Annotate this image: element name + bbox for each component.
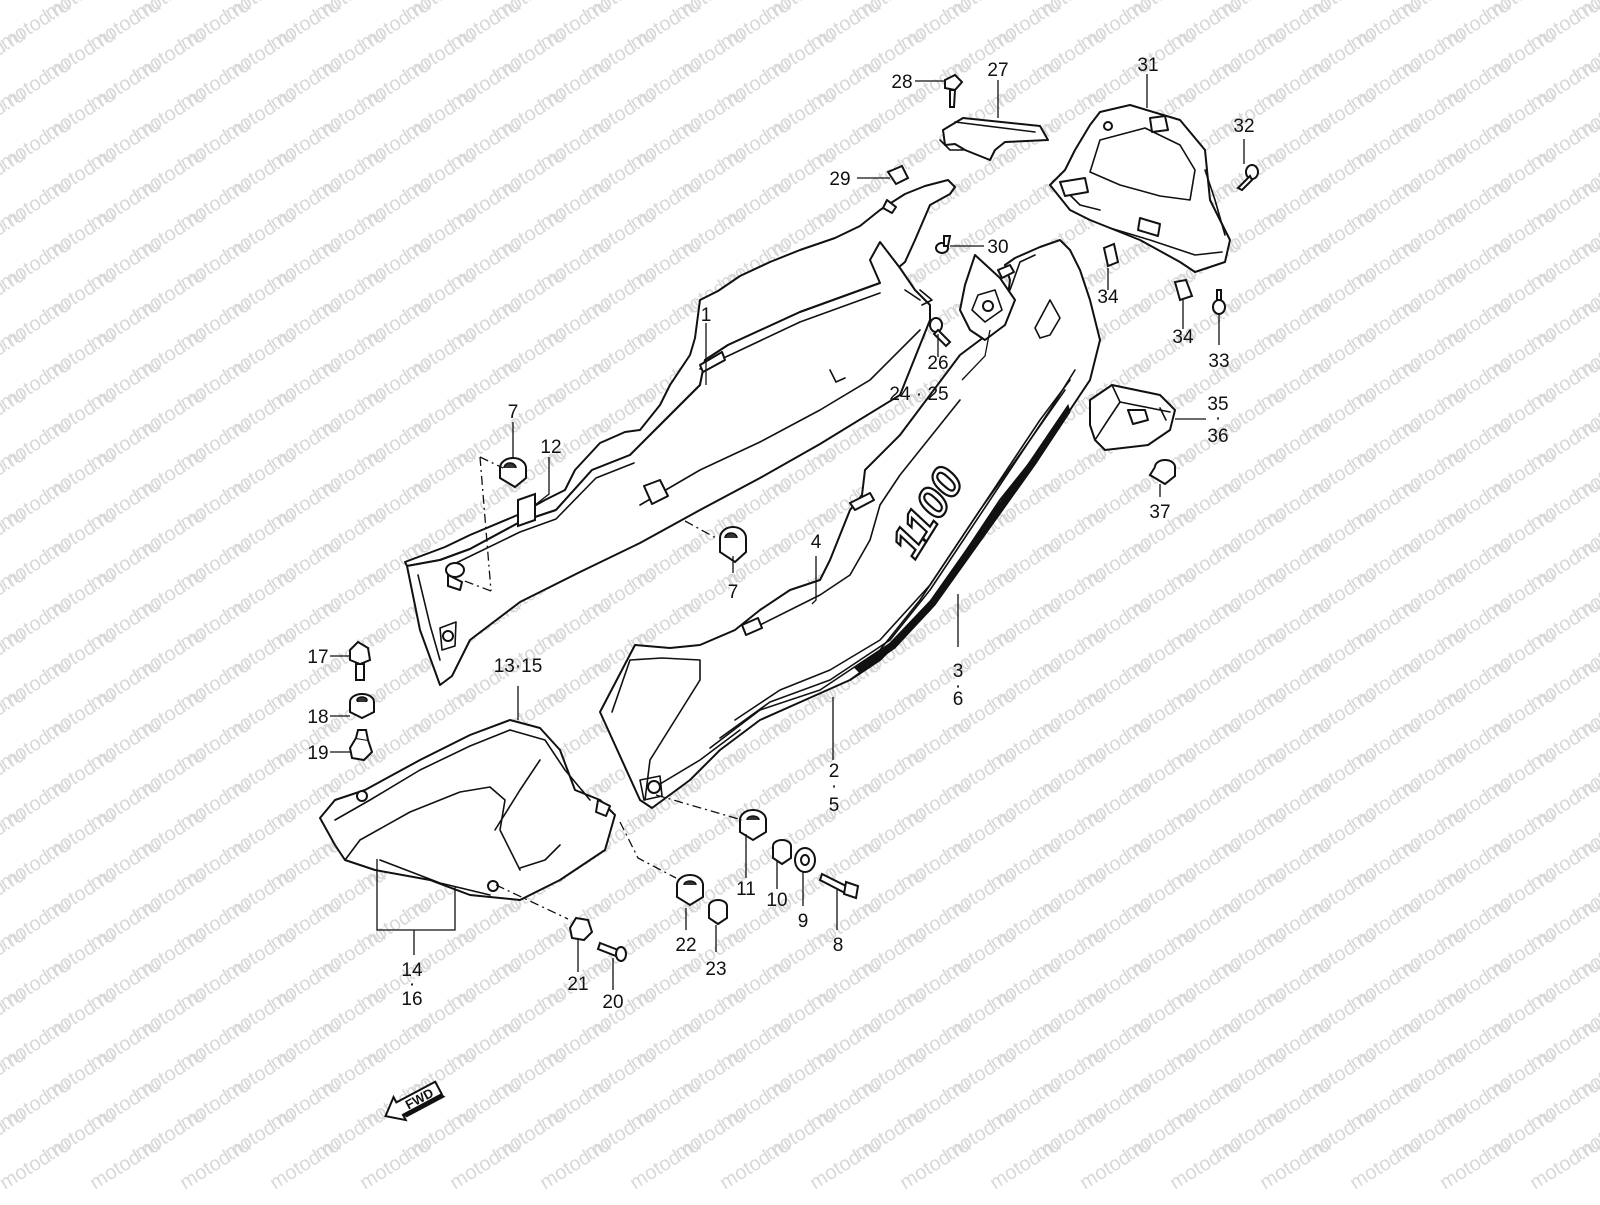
screw-33	[1212, 289, 1226, 315]
watermark-text: motod.ru	[0, 1134, 75, 1194]
collar-37	[1148, 459, 1176, 486]
watermark-text: motod.ru	[1346, 1134, 1425, 1194]
grommet-22	[676, 874, 704, 907]
grommet-7-lower	[719, 526, 747, 564]
watermark-text: motod.ru	[536, 1134, 615, 1194]
watermark-text: motod.ru	[356, 1134, 435, 1194]
callout-2: 2	[829, 761, 840, 782]
callout-5: 5	[829, 795, 840, 816]
callout-labels: 1 2 · 5 3 · 6 4 7 7 8 9 10 11 12 13·15 1…	[307, 55, 1254, 1013]
watermark-text: motod.ru	[176, 1134, 255, 1194]
grommet-11	[739, 809, 767, 842]
callout-31: 31	[1137, 55, 1158, 76]
callout-9: 9	[798, 911, 809, 932]
watermark-text: motod.ru	[1256, 1134, 1335, 1194]
callout-3: 3	[953, 661, 964, 682]
callout-35: 35	[1207, 394, 1228, 415]
callout-12: 12	[540, 437, 561, 458]
frame-cover-inner	[404, 179, 956, 686]
callout-21: 21	[567, 974, 588, 995]
screw-30	[935, 235, 952, 254]
callout-22: 22	[675, 935, 696, 956]
callout-36: 36	[1207, 426, 1228, 447]
callout-14: 14	[401, 960, 423, 981]
callout-35-36-dot: ·	[1215, 408, 1221, 429]
clip-34-upper	[1102, 242, 1120, 268]
callout-37: 37	[1149, 502, 1170, 523]
callout-16: 16	[401, 989, 422, 1010]
callout-18: 18	[307, 707, 328, 728]
nut-21	[568, 916, 594, 942]
callout-14-16-dot: ·	[409, 974, 415, 995]
callout-11: 11	[736, 879, 756, 900]
pad-35-36	[1089, 384, 1176, 451]
lower-cover	[319, 719, 616, 901]
callout-32: 32	[1233, 116, 1254, 137]
watermark-text: motod.ru	[1166, 1134, 1245, 1194]
callout-3-6-dot: ·	[955, 676, 961, 697]
label-12	[517, 492, 536, 528]
grommet-18	[349, 693, 375, 720]
callout-6: 6	[953, 689, 964, 710]
watermark-text: motod.ru	[626, 1134, 705, 1194]
bolt-17	[349, 640, 372, 681]
watermark-text: motod.ru	[986, 1134, 1065, 1194]
callout-20: 20	[602, 992, 623, 1013]
clip-34-lower	[1173, 278, 1194, 302]
watermark-text: motod.ru	[1076, 1134, 1155, 1194]
callout-8: 8	[833, 935, 844, 956]
watermark-text: motod.ru	[446, 1134, 525, 1194]
callout-2-5-dot: ·	[831, 776, 837, 797]
watermark-text: motod.ru	[806, 1134, 885, 1194]
collar-23	[708, 899, 728, 926]
clip-29	[886, 164, 910, 186]
callout-17: 17	[307, 647, 328, 668]
leader-lines	[330, 74, 1245, 990]
watermark-text: motod.ru	[266, 1134, 345, 1194]
grab-rail-31	[1049, 104, 1231, 273]
nut-19	[348, 729, 374, 762]
side-cover: 1100	[599, 239, 1101, 809]
callout-30: 30	[987, 237, 1008, 258]
collar-10	[772, 839, 792, 866]
callout-7-lower: 7	[728, 582, 739, 603]
callout-33: 33	[1208, 351, 1229, 372]
callout-23: 23	[705, 959, 726, 980]
callout-26: 26	[927, 353, 948, 374]
callout-13-15: 13·15	[494, 656, 543, 677]
watermark-text: motod.ru	[1526, 1134, 1600, 1194]
watermark-text: motod.ru	[896, 1134, 975, 1194]
callout-1: 1	[701, 305, 712, 326]
washer-9	[794, 847, 816, 873]
grommet-7-upper	[499, 457, 527, 489]
callout-24-25: 24 · 25	[889, 384, 948, 405]
callout-34-lower: 34	[1172, 327, 1194, 348]
tail-piece-27	[939, 117, 1049, 161]
callout-7-upper: 7	[508, 402, 519, 423]
watermark-text: motod.ru	[86, 1134, 165, 1194]
callout-34-upper: 34	[1097, 287, 1119, 308]
callout-28: 28	[891, 72, 912, 93]
watermark-text: motod.ru	[716, 1134, 795, 1194]
bracket-24-25	[959, 254, 1016, 341]
callout-10: 10	[766, 890, 787, 911]
screw-20	[596, 941, 627, 962]
callout-29: 29	[829, 169, 850, 190]
screw-28	[944, 73, 964, 108]
callout-27: 27	[987, 60, 1008, 81]
watermark-text: motod.ru	[1436, 1134, 1515, 1194]
bolt-8	[818, 872, 860, 900]
callout-4: 4	[811, 532, 822, 553]
screw-32	[1236, 164, 1259, 192]
callout-19: 19	[307, 743, 328, 764]
